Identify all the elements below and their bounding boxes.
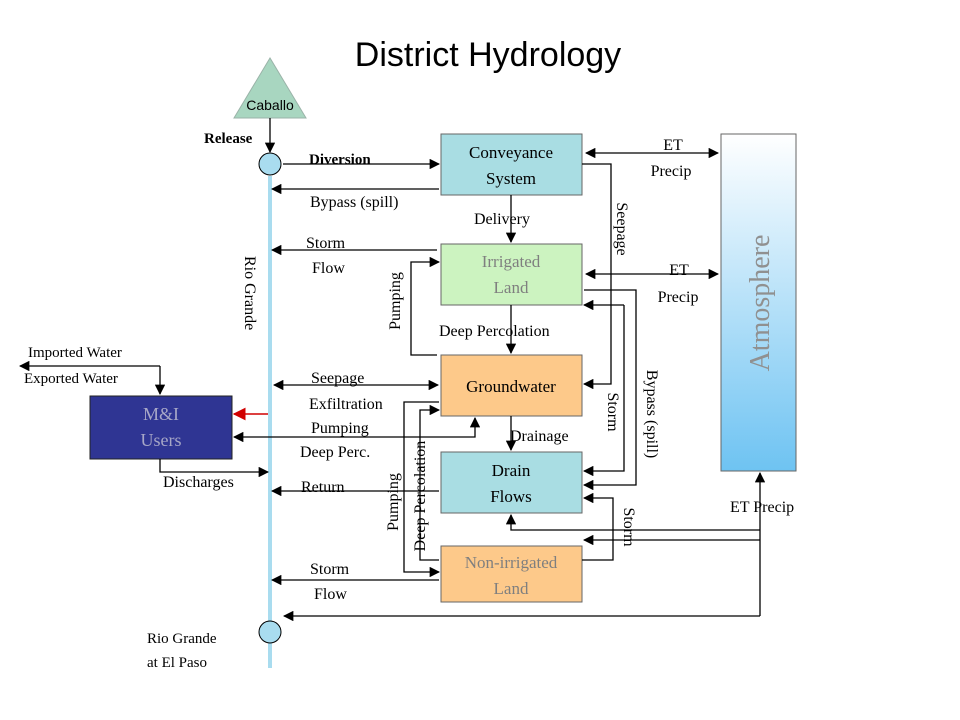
- pumping-arrow: [410, 256, 441, 356]
- bypass-spill-vertical-label: Bypass (spill): [643, 370, 660, 458]
- drain-label-line2: Flows: [490, 487, 532, 506]
- storm-flow-1-line2: Flow: [312, 260, 345, 277]
- discharges-arrow: [159, 459, 270, 478]
- groundwater-label: Groundwater: [466, 377, 556, 396]
- el-paso-label-line2: at El Paso: [147, 655, 207, 671]
- storm-flow-1-line1: Storm: [306, 235, 346, 252]
- non-irrigated-land-box: [440, 545, 583, 603]
- atmosphere-box: [720, 133, 797, 472]
- irrigated-label-line1: Irrigated: [482, 252, 541, 271]
- nonirrigated-label-line1: Non-irrigated: [465, 553, 558, 572]
- page-title: District Hydrology: [355, 36, 621, 74]
- bypass-spill-label: Bypass (spill): [310, 194, 398, 211]
- pumping-vertical-label: Pumping: [387, 272, 404, 330]
- deep-percolation-vertical-label: Deep Percolation: [412, 441, 429, 552]
- mi-users-label-line1: M&I: [143, 404, 179, 424]
- discharges-label: Discharges: [163, 474, 234, 491]
- exfiltration-label: Exfiltration: [309, 396, 383, 413]
- deep-percolation-vertical-arrow: [419, 404, 441, 561]
- storm-vertical-arrow-2: [582, 492, 614, 561]
- pumping-vertical-arrow-2: [403, 401, 441, 578]
- et-precip-2-line1: ET: [669, 262, 689, 279]
- atmosphere-label: Atmosphere: [745, 235, 776, 372]
- drainage-label: Drainage: [510, 428, 569, 445]
- exported-water-label: Exported Water: [24, 371, 118, 387]
- deep-percolation-label: Deep Percolation: [439, 323, 550, 340]
- return-label: Return: [301, 479, 345, 496]
- mi-users-box: [89, 395, 233, 460]
- el-paso-label-line1: Rio Grande: [147, 631, 217, 647]
- irrigated-label-line2: Land: [494, 278, 529, 297]
- rio-grande-vertical-label: Rio Grande: [241, 256, 258, 330]
- et-precip-1-line2: Precip: [651, 163, 692, 180]
- conveyance-label-line2: System: [486, 169, 536, 188]
- drain-label-line1: Drain: [492, 461, 531, 480]
- storm-vertical-label-2: Storm: [620, 507, 637, 547]
- seepage-label: Seepage: [311, 370, 364, 387]
- deep-perc-label: Deep Perc.: [300, 444, 370, 461]
- conveyance-label-line1: Conveyance: [469, 143, 553, 162]
- nonirrigated-label-line2: Land: [494, 579, 529, 598]
- pumping-2-label: Pumping: [311, 420, 369, 437]
- pumping-vertical-label-2: Pumping: [385, 473, 402, 531]
- et-precip-3-label: ET Precip: [730, 499, 794, 516]
- delivery-label: Delivery: [474, 211, 530, 228]
- river-node-top: [258, 152, 282, 176]
- storm-flow-2-line2: Flow: [314, 586, 347, 603]
- et-precip-1-line1: ET: [663, 137, 683, 154]
- imported-water-label: Imported Water: [28, 345, 122, 361]
- bypass-spill-vertical-arrow-drain: [582, 305, 625, 477]
- diversion-label: Diversion: [309, 152, 371, 168]
- caballo-label: Caballo: [246, 97, 294, 113]
- storm-vertical-arrow-1: [582, 289, 637, 491]
- seepage-vertical-label: Seepage: [613, 202, 630, 255]
- release-label: Release: [204, 131, 253, 147]
- storm-flow-2-line1: Storm: [310, 561, 350, 578]
- mi-pumping-deep-perc-arrow: [232, 416, 481, 443]
- drain-flows-box: [440, 451, 583, 514]
- conveyance-system-box: [440, 133, 583, 196]
- mi-users-label-line2: Users: [141, 430, 182, 450]
- storm-vertical-label-1: Storm: [604, 392, 621, 432]
- et-precip-arrow-3-drain: [505, 513, 760, 531]
- groundwater-box: [440, 354, 583, 417]
- river-node-bottom: [258, 620, 282, 644]
- et-precip-2-line2: Precip: [658, 289, 699, 306]
